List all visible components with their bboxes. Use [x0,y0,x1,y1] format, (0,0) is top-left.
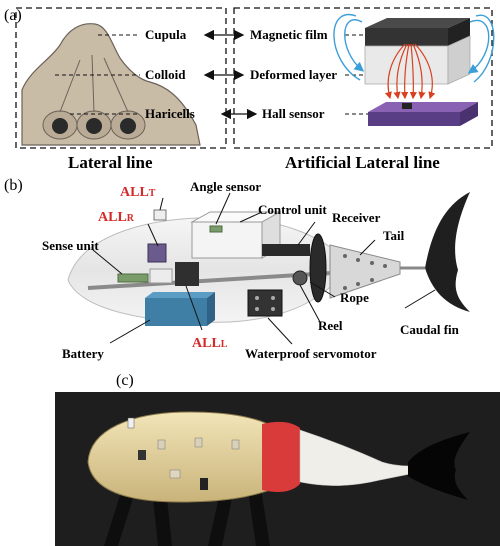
all-t-module [153,209,167,221]
leader-lines [92,192,436,345]
all-r-module [147,243,167,263]
deformed-layer-label: Deformed layer [250,67,337,82]
photo-caudal-fin [408,432,470,500]
artificial-sensor [333,13,495,126]
angle-sensor-label: Angle sensor [190,179,261,194]
panel-a-tag: (a) [4,7,22,24]
motor-block [175,262,199,286]
battery-block [145,292,215,326]
servomotor-block [247,289,283,317]
servomotor-label: Waterproof servomotor [245,346,377,361]
sense-unit-label: Sense unit [42,238,99,253]
panel-c: (c) [55,372,500,546]
lateral-line-title: Lateral line [68,153,153,172]
magnetic-film-label: Magnetic film [250,27,328,42]
tail-label: Tail [383,228,405,243]
sense-unit-box [149,268,173,284]
sense-unit-board [117,273,149,283]
tail-segments [329,244,425,299]
colloid-label: Colloid [145,67,186,82]
receiver-disk [309,233,327,303]
caudal-fin [425,192,470,312]
angle-sensor-chip [209,225,223,233]
robot-fish-body [87,411,276,503]
cupula-label: Cupula [145,27,187,42]
all-t-label: ALLT [120,185,156,200]
battery-label: Battery [62,346,104,361]
hall-sensor-label: Hall sensor [262,106,325,121]
correspondence-arrows [203,29,258,120]
panel-b-tag: (b) [4,177,23,194]
body-sensors [127,417,240,490]
panel-c-tag: (c) [116,372,134,389]
panel-a: (a) Cupula Colloid Haricells [4,7,495,172]
haircells-label: Haricells [145,106,195,121]
guide-lines [55,34,372,115]
hair-cells [42,54,146,140]
receiver-label: Receiver [332,210,381,225]
control-unit-label: Control unit [258,202,327,217]
all-r-label: ALLR [98,210,135,225]
reel-label: Reel [318,318,343,333]
artificial-lateral-line-title: Artificial Lateral line [285,153,440,172]
red-band [262,421,300,492]
caudal-fin-label: Caudal fin [400,322,460,337]
panel-b: (b) [4,177,470,361]
reel [292,270,308,286]
receiver-board [262,244,310,256]
rope-label: Rope [340,290,369,305]
all-l-label: ALLL [192,336,228,351]
